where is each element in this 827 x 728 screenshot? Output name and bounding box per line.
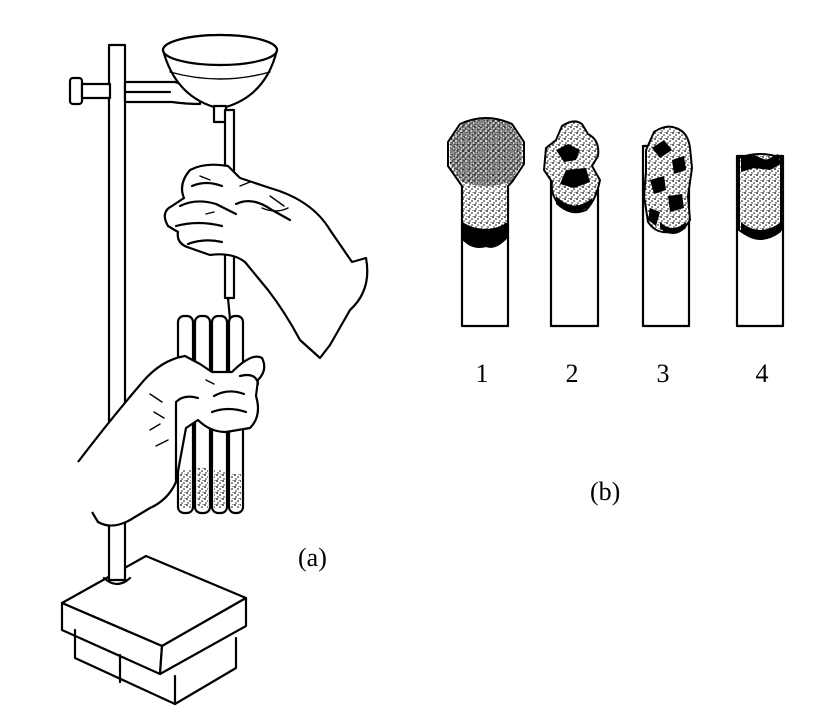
result-tube-1 — [447, 117, 525, 328]
tube-number-4: 4 — [756, 359, 769, 388]
lower-hand — [77, 354, 266, 527]
stand-base — [60, 554, 248, 706]
result-tube-4 — [735, 153, 785, 328]
tube-number-1: 1 — [476, 359, 489, 388]
tube-number-3: 3 — [657, 359, 670, 388]
panel-a-label: (a) — [298, 543, 327, 572]
panel-b: 1 2 3 4 (b) — [447, 117, 785, 506]
result-tube-3 — [641, 125, 694, 328]
result-tube-2 — [542, 120, 602, 328]
panel-b-label: (b) — [590, 477, 620, 506]
tube-number-2: 2 — [566, 359, 579, 388]
upper-hand — [163, 163, 369, 360]
panel-a-apparatus: (a) — [60, 33, 369, 706]
